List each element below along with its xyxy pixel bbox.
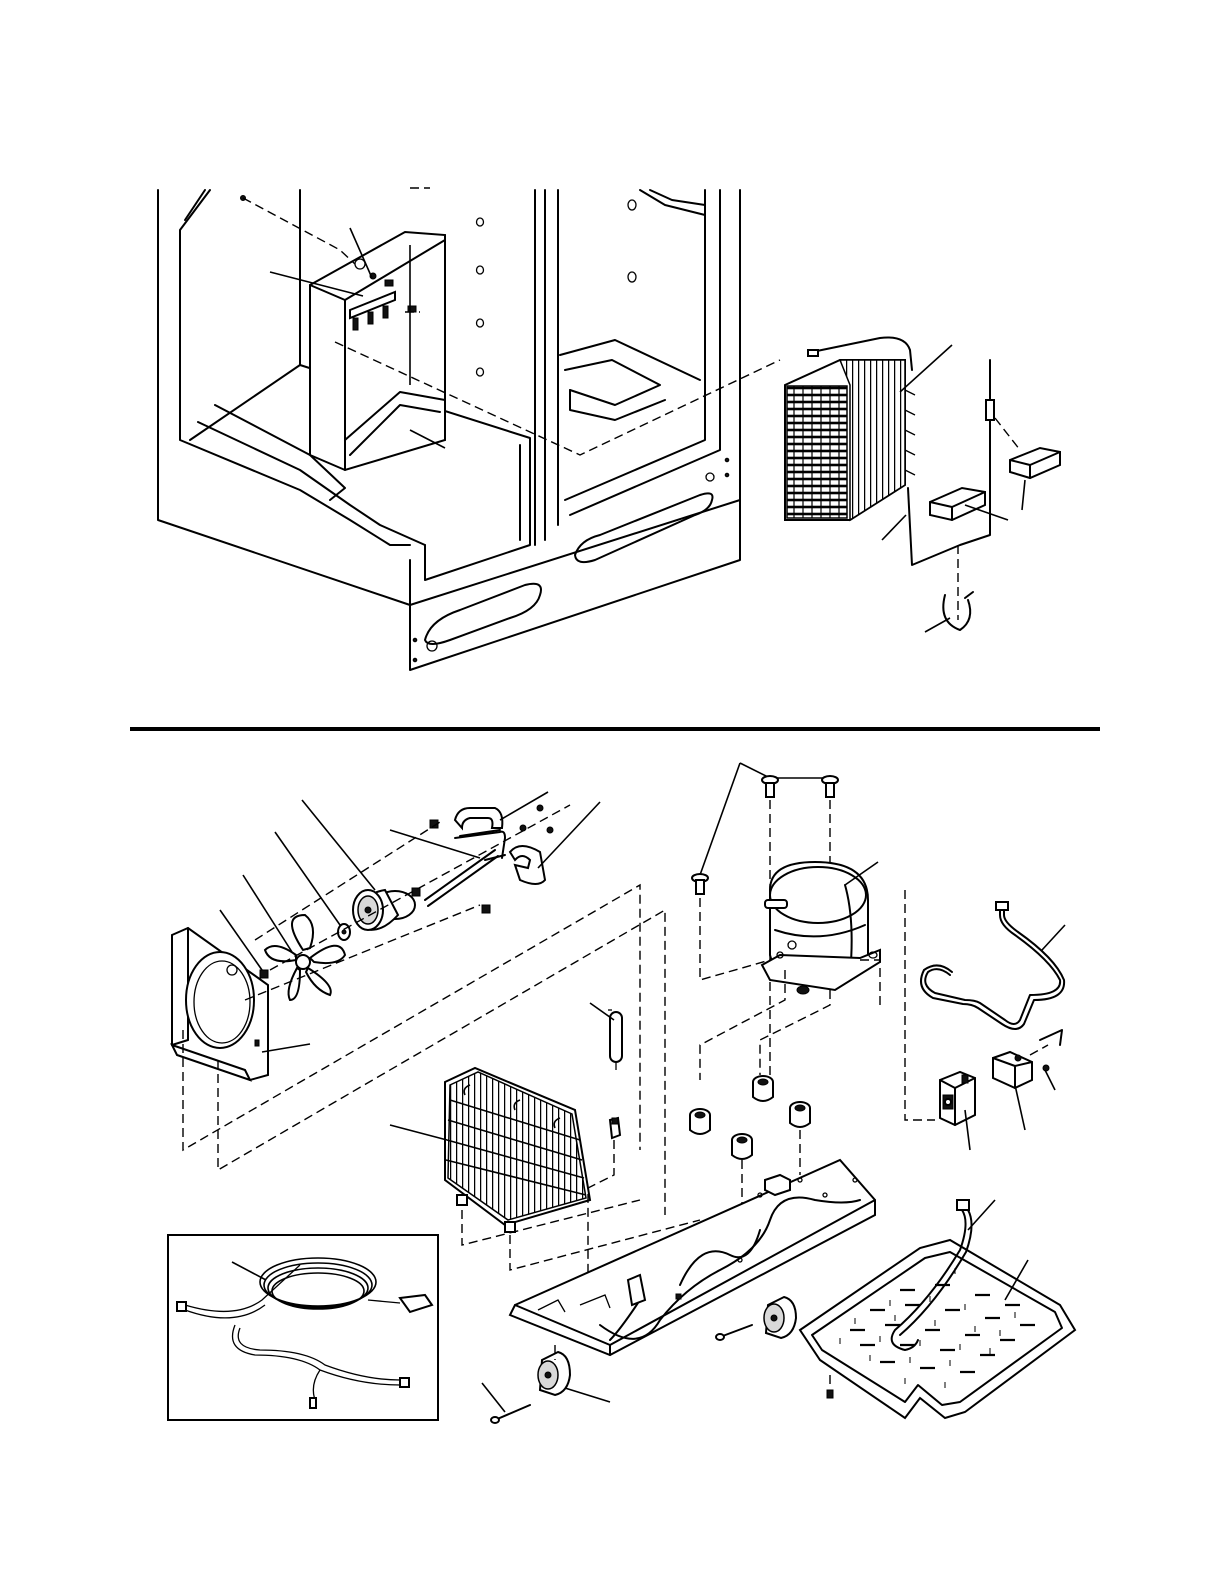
leader-line [1015, 1085, 1025, 1130]
leader-line [482, 1383, 505, 1412]
base-roller-right [764, 1297, 796, 1338]
leader-line [1042, 925, 1065, 950]
roller-screw-right [716, 1325, 752, 1340]
leader-line [262, 1044, 310, 1052]
leader-line [390, 1125, 447, 1140]
overload-protector [993, 1052, 1032, 1088]
leader-line [968, 1200, 995, 1230]
relay-cover-clip [1040, 1030, 1062, 1071]
leader-line [538, 802, 600, 868]
drain-pan [800, 1240, 1075, 1418]
leader-line [590, 1003, 614, 1020]
condenser-coil [785, 338, 915, 521]
leader-line [900, 345, 952, 392]
compressor-grommets [690, 1076, 810, 1159]
compressor [762, 862, 880, 994]
leader-line [1045, 1070, 1055, 1090]
discharge-tube [921, 902, 1064, 1029]
leader-line [243, 875, 292, 952]
drain-pan-screw [827, 1375, 833, 1398]
leader-line [1022, 480, 1025, 510]
filter-drier [608, 1010, 622, 1070]
refrigerator-cabinet [158, 190, 740, 670]
power-cord-inset [168, 1235, 438, 1420]
foam-blocks [930, 448, 1060, 520]
small-clip [610, 1118, 620, 1138]
leader-line [882, 515, 906, 540]
machine-condenser [445, 1068, 590, 1232]
leader-line [565, 1388, 610, 1402]
condenser-tube [908, 360, 994, 565]
tube-clip [943, 592, 973, 630]
leader-line [302, 800, 375, 890]
fan-shroud [172, 928, 268, 1080]
leader-line [275, 832, 340, 925]
bracket-tube-left [455, 808, 502, 828]
ice-chute-cover [310, 232, 445, 470]
leader-line [965, 505, 1008, 520]
compressor-relay [940, 1072, 975, 1125]
fan-nut [260, 970, 268, 978]
leader-line [925, 618, 950, 632]
roller-screw-left [491, 1405, 530, 1423]
